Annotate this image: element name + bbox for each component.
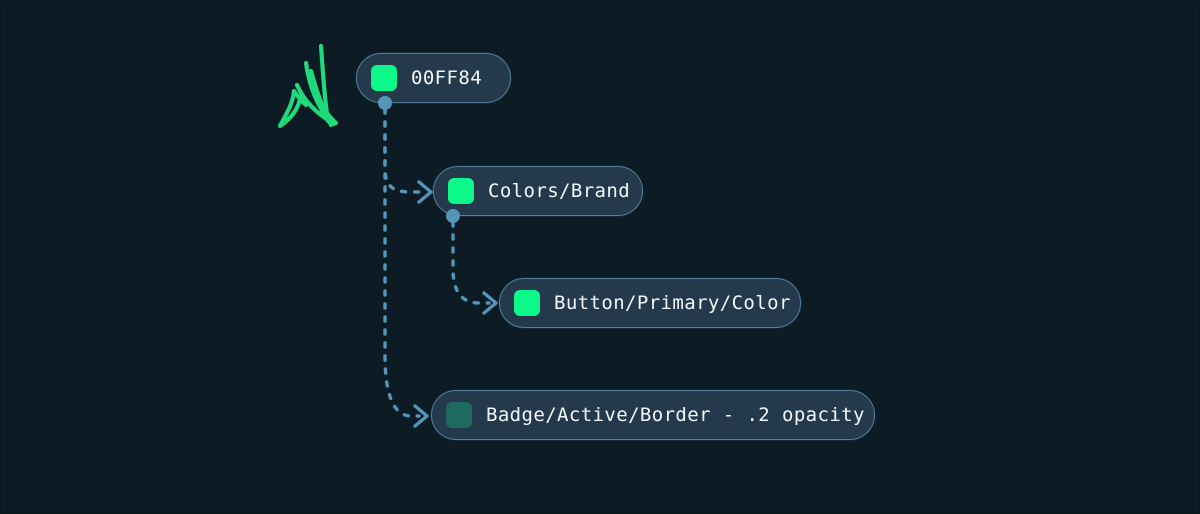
node-label: Badge/Active/Border - .2 opacity	[486, 403, 865, 426]
color-swatch	[371, 65, 397, 91]
node-label: Colors/Brand	[488, 179, 631, 202]
node-colors-brand[interactable]: Colors/Brand	[433, 166, 643, 216]
arrowhead-badge-active-border	[413, 404, 429, 428]
arrowhead-colors-brand	[417, 180, 433, 204]
node-label: Button/Primary/Color	[554, 291, 791, 314]
edge-root-to-badge-active-border	[383, 107, 421, 418]
node-root[interactable]: 00FF84	[356, 53, 511, 103]
color-swatch	[446, 402, 472, 428]
edge-root-to-colors-brand	[383, 107, 427, 194]
node-button-primary-color[interactable]: Button/Primary/Color	[499, 278, 801, 328]
arrowhead-button-primary-color	[482, 291, 498, 315]
color-swatch	[448, 178, 474, 204]
node-label: 00FF84	[411, 66, 483, 89]
color-swatch	[514, 290, 540, 316]
node-colors-brand-output-port[interactable]	[446, 209, 460, 223]
edge-colors-brand-to-button-primary-color	[451, 220, 491, 305]
node-root-output-port[interactable]	[378, 96, 392, 110]
node-badge-active-border[interactable]: Badge/Active/Border - .2 opacity	[431, 390, 875, 440]
